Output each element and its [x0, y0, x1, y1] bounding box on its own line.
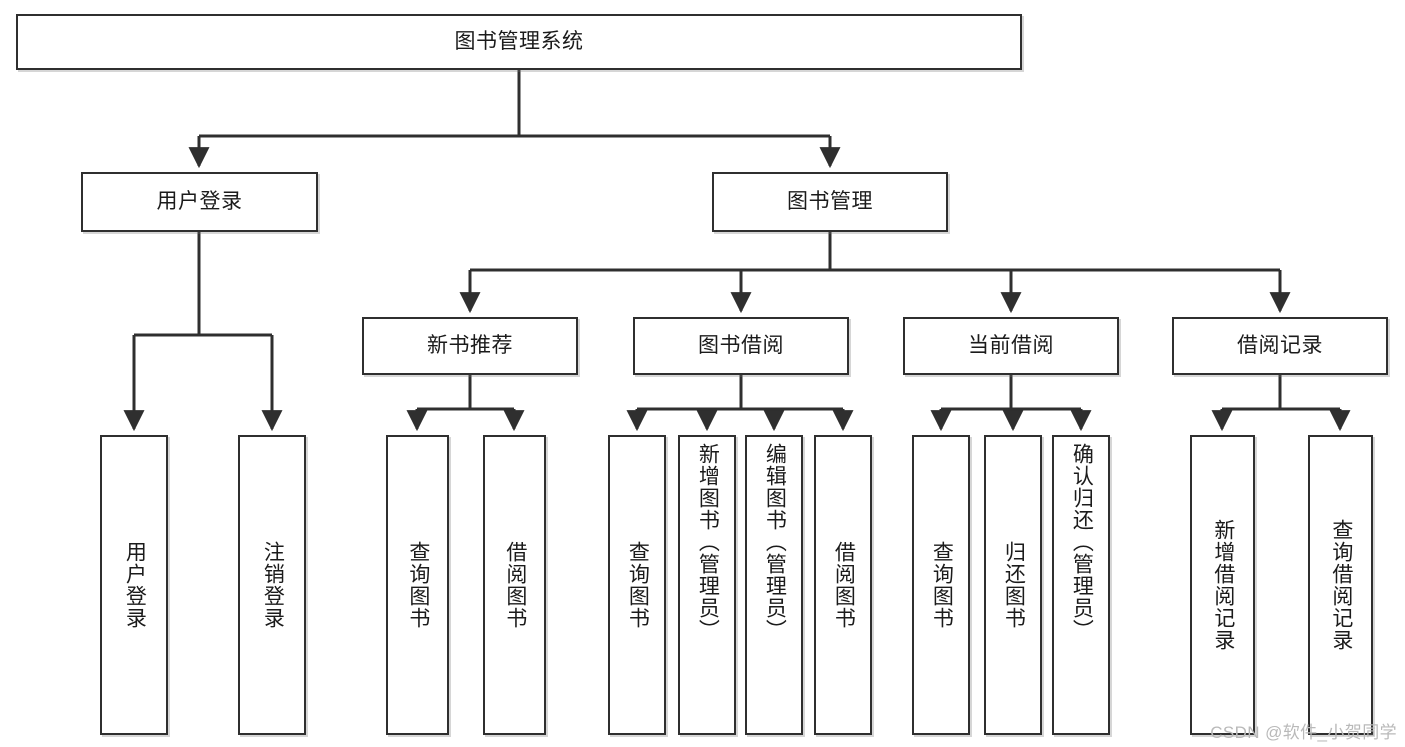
node-new-book-recommend[interactable]: 新书推荐	[362, 317, 578, 375]
node-leaf-return-book[interactable]: 归还图书	[984, 435, 1042, 735]
watermark: CSDN @软件_小贺同学	[1210, 723, 1397, 742]
node-leaf-query-borrow-record[interactable]: 查询借阅记录	[1308, 435, 1373, 735]
node-current-borrow-label: 当前借阅	[968, 333, 1054, 357]
node-leaf-query-book-current[interactable]: 查询图书	[912, 435, 970, 735]
node-leaf-query-borrow-record-label: 查询借阅记录	[1329, 519, 1353, 651]
node-leaf-user-login-label: 用户登录	[123, 541, 147, 629]
node-leaf-query-book-borrow-label: 查询图书	[626, 541, 650, 629]
node-root[interactable]: 图书管理系统	[16, 14, 1022, 70]
node-book-management-label: 图书管理	[787, 189, 873, 213]
node-leaf-borrow-book[interactable]: 借阅图书	[814, 435, 872, 735]
node-book-borrow-label: 图书借阅	[698, 333, 784, 357]
node-borrow-record-label: 借阅记录	[1237, 333, 1323, 357]
node-book-management[interactable]: 图书管理	[712, 172, 948, 232]
node-leaf-add-borrow-record[interactable]: 新增借阅记录	[1190, 435, 1255, 735]
node-leaf-confirm-return-admin-label: 确认归还（管理员）	[1070, 443, 1094, 641]
node-leaf-query-book-borrow[interactable]: 查询图书	[608, 435, 666, 735]
node-current-borrow[interactable]: 当前借阅	[903, 317, 1119, 375]
node-leaf-return-book-label: 归还图书	[1002, 541, 1026, 629]
node-leaf-add-borrow-record-label: 新增借阅记录	[1211, 519, 1235, 651]
node-root-label: 图书管理系统	[454, 29, 584, 53]
node-leaf-logout-label: 注销登录	[261, 541, 285, 629]
node-leaf-borrow-book-label: 借阅图书	[832, 541, 856, 629]
node-book-borrow[interactable]: 图书借阅	[633, 317, 849, 375]
node-leaf-add-book-admin[interactable]: 新增图书（管理员）	[678, 435, 736, 735]
node-leaf-query-book-current-label: 查询图书	[930, 541, 954, 629]
node-user-login-label: 用户登录	[156, 189, 243, 213]
node-leaf-borrow-book-recommend[interactable]: 借阅图书	[483, 435, 546, 735]
node-leaf-confirm-return-admin[interactable]: 确认归还（管理员）	[1052, 435, 1110, 735]
node-leaf-edit-book-admin[interactable]: 编辑图书（管理员）	[745, 435, 803, 735]
node-leaf-user-login[interactable]: 用户登录	[100, 435, 168, 735]
node-leaf-query-book-recommend-label: 查询图书	[406, 541, 430, 629]
node-leaf-add-book-admin-label: 新增图书（管理员）	[696, 443, 720, 641]
node-leaf-edit-book-admin-label: 编辑图书（管理员）	[763, 443, 787, 641]
node-new-book-recommend-label: 新书推荐	[427, 333, 513, 357]
node-user-login[interactable]: 用户登录	[81, 172, 318, 232]
node-leaf-borrow-book-recommend-label: 借阅图书	[503, 541, 527, 629]
node-leaf-logout[interactable]: 注销登录	[238, 435, 306, 735]
node-leaf-query-book-recommend[interactable]: 查询图书	[386, 435, 449, 735]
node-borrow-record[interactable]: 借阅记录	[1172, 317, 1388, 375]
